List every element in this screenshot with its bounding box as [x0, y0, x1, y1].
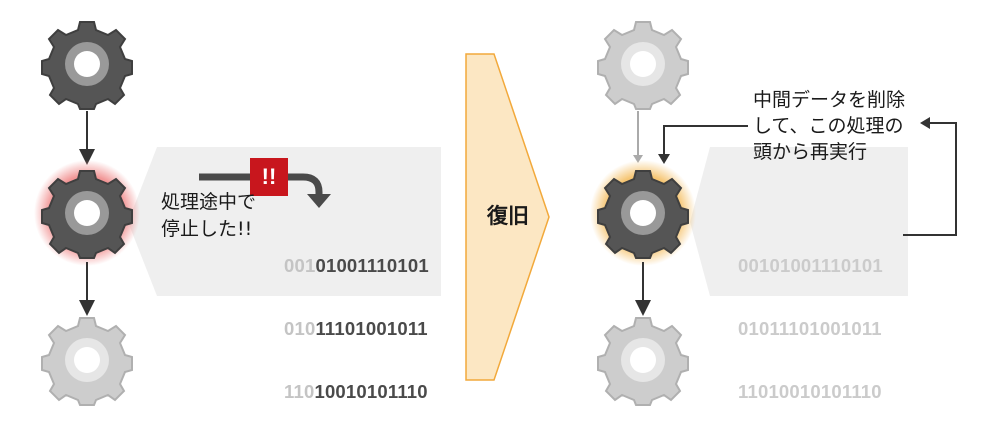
left-data-bits: 00101001110101 01011101001011 1101001010…	[284, 213, 429, 423]
rerun-target-arrow	[663, 125, 748, 156]
right-data-panel	[690, 147, 908, 296]
rerun-loop-arrowhead	[920, 117, 930, 129]
gear-top-left-icon	[41, 21, 133, 110]
gear-top-right-icon	[597, 21, 689, 110]
rerun-target-arrowhead	[658, 154, 670, 164]
rerun-note: 中間データを削除 して、この処理の 頭から再実行	[753, 89, 906, 163]
data-line: 01011101001011	[284, 318, 428, 339]
left-data-panel	[128, 147, 441, 296]
faded-arrowhead	[633, 155, 643, 163]
rerun-loop-arrow	[903, 122, 957, 236]
recovery-label: 復旧	[487, 204, 529, 228]
data-line: 11010010101110	[284, 381, 428, 402]
gear-stopped-icon	[41, 170, 133, 259]
gear-restart-icon	[597, 170, 689, 259]
stopped-message: 処理途中で 停止した!!	[161, 191, 257, 240]
gear-bottom-right-icon	[597, 317, 689, 406]
data-line: 00101001110101	[284, 255, 429, 276]
gear-bottom-left-icon	[41, 317, 133, 406]
data-line: 00101001110101	[738, 255, 883, 276]
interrupted-flow-icon	[199, 173, 323, 196]
recovery-arrow	[465, 53, 550, 381]
warning-badge: !!	[250, 158, 288, 196]
right-data-bits: 00101001110101 01011101001011 1101001010…	[738, 213, 883, 423]
data-line: 11010010101110	[738, 381, 882, 402]
interrupted-arrowhead-icon	[307, 194, 331, 208]
data-line: 01011101001011	[738, 318, 882, 339]
